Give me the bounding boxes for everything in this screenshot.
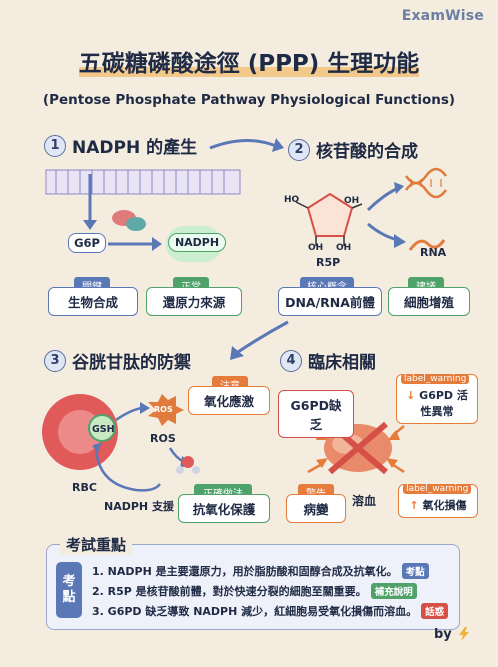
- section-1-number: 1: [44, 134, 66, 157]
- exam-line-2: 2. R5P 是核苷酸前體，對於快速分裂的細胞至關重要。 補充說明: [92, 583, 417, 599]
- exam-line-2-text: 2. R5P 是核苷酸前體，對於快速分裂的細胞至關重要。: [92, 585, 367, 598]
- s4-box-1-text: G6PD 活性異常: [419, 389, 468, 418]
- section-1-header: 1 NADPH 的產生: [44, 133, 197, 158]
- section-2-title: 核苷酸的合成: [316, 142, 418, 162]
- section-1-title: NADPH 的產生: [72, 138, 198, 158]
- exam-points-title: 考試重點: [60, 534, 133, 555]
- s1-box-1: 生物合成: [48, 287, 138, 316]
- page-title-text: 五碳糖磷酸途徑 (PPP) 生理功能: [78, 51, 420, 77]
- section-3-header: 3 谷胱甘肽的防禦: [44, 348, 191, 373]
- s4-warn-label-2: label_warning: [403, 484, 472, 494]
- section-4-title: 臨床相關: [308, 353, 376, 373]
- section-2-number: 2: [288, 138, 310, 161]
- s2-box-1: DNA/RNA前體: [278, 287, 382, 316]
- exam-line-1-text: 1. NADPH 是主要還原力，用於脂肪酸和固醇合成及抗氧化。: [92, 565, 398, 578]
- hemolysis-label: 溶血: [352, 494, 377, 508]
- ribose-oh-a: OH: [344, 196, 360, 206]
- nadph-illustration: [45, 169, 241, 262]
- exam-badge-char-1: 考: [62, 574, 76, 589]
- s4-box-2-text: 氧化損傷: [422, 499, 467, 512]
- s4-warn-label-1: label_warning: [401, 374, 470, 384]
- brand-logo: ExamWise: [401, 8, 484, 24]
- section-3-number: 3: [44, 349, 66, 372]
- ros-label: ROS: [150, 432, 176, 445]
- exam-line-3: 3. G6PD 缺乏導致 NADPH 減少，紅細胞易受氧化損傷而溶血。 話惑: [92, 603, 449, 619]
- section-2-header: 2 核苷酸的合成: [288, 137, 418, 162]
- exam-badge: 考 點: [56, 562, 82, 618]
- nadph-node: NADPH: [168, 233, 226, 252]
- page-subtitle: (Pentose Phosphate Pathway Physiological…: [42, 92, 456, 108]
- exam-line-2-pill: 補充說明: [370, 583, 417, 599]
- exam-line-3-text: 3. G6PD 缺乏導致 NADPH 減少，紅細胞易受氧化損傷而溶血。: [92, 605, 418, 618]
- rbc-label: RBC: [72, 481, 97, 494]
- down-arrow-icon: ↓: [406, 389, 416, 402]
- s3-box-2: 抗氧化保護: [178, 494, 270, 523]
- r5p-label: R5P: [316, 256, 341, 269]
- by-credit: by: [434, 626, 472, 642]
- rna-label: RNA: [420, 246, 447, 259]
- exam-line-3-pill: 話惑: [421, 603, 449, 619]
- g6pd-deficiency-box: G6PD缺乏: [278, 390, 354, 438]
- page-title: 五碳糖磷酸途徑 (PPP) 生理功能: [0, 44, 498, 78]
- s4-box-lesion: 病變: [286, 494, 346, 523]
- ribose-ho: HO: [284, 195, 300, 205]
- rbc-illustration: [42, 394, 200, 492]
- exam-line-1: 1. NADPH 是主要還原力，用於脂肪酸和固醇合成及抗氧化。 考點: [92, 563, 429, 579]
- section-4-number: 4: [280, 349, 302, 372]
- by-text: by: [434, 626, 452, 642]
- s1-box-2: 還原力來源: [146, 287, 242, 316]
- lightning-logo-icon: [458, 627, 469, 641]
- arrow-2-to-3: [230, 320, 289, 360]
- exam-line-1-pill: 考點: [401, 563, 429, 579]
- section-4-header: 4 臨床相關: [280, 348, 376, 373]
- gsh-label: GSH: [92, 424, 115, 435]
- ros-molecule-label: ROS: [154, 405, 173, 414]
- g6p-node: G6P: [68, 233, 106, 253]
- nadph-support-label: NADPH 支援: [104, 500, 174, 513]
- ribose-oh-b: OH: [308, 243, 324, 253]
- up-arrow-icon: ↑: [409, 499, 419, 512]
- s2-box-2: 細胞增殖: [388, 287, 470, 316]
- arrow-1-to-2: [209, 138, 284, 152]
- s4-box-1: label_warning ↓ G6PD 活性異常: [396, 374, 478, 424]
- s3-box-1: 氧化應激: [188, 386, 270, 415]
- s4-box-2: label_warning ↑ 氧化損傷: [398, 484, 478, 518]
- exam-badge-char-2: 點: [62, 590, 76, 605]
- section-3-title: 谷胱甘肽的防禦: [72, 353, 191, 373]
- ribose-illustration: [295, 167, 448, 251]
- ribose-oh-c: OH: [336, 243, 352, 253]
